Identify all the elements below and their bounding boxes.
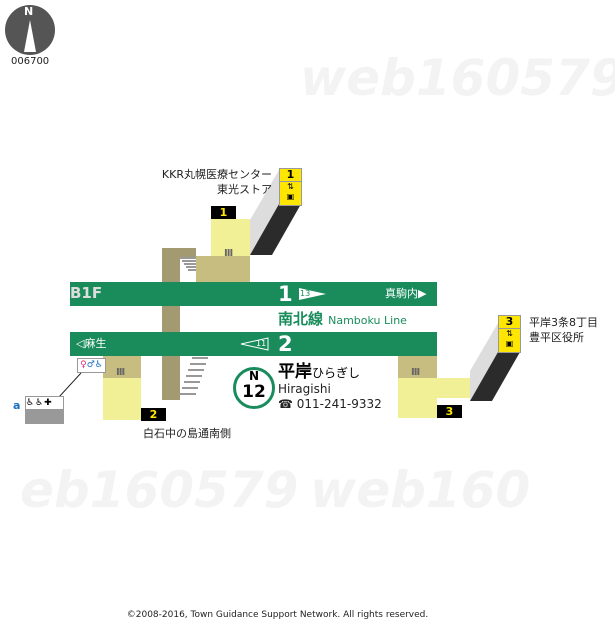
- exit-number: 3: [499, 316, 520, 329]
- phone-number: 011-241-9332: [296, 397, 382, 411]
- station-name-kana: ひらぎし: [312, 366, 361, 380]
- stairs-icon: [180, 357, 208, 395]
- exit-3-passage: [437, 378, 470, 398]
- vent-icon: III: [411, 367, 420, 378]
- exit-1-label: 1: [211, 206, 236, 219]
- line-name-ja: 南北線: [278, 310, 324, 328]
- accessible-facilities: ♿♿✚: [25, 396, 64, 424]
- exit-2-label: 2: [141, 408, 166, 421]
- station-line-code: N: [248, 369, 260, 383]
- elevator-icon: ⇅▣: [286, 182, 295, 201]
- next-station-number: 11: [256, 339, 267, 348]
- elevator-shaft: [250, 170, 301, 255]
- platform-track-1: B1F 1 13 真駒内▶: [70, 282, 437, 306]
- vent-icon: III: [224, 248, 233, 259]
- destination: 豊平区役所: [529, 331, 584, 344]
- exit-3-passage: [398, 378, 437, 418]
- line-name: 南北線 Namboku Line: [278, 309, 407, 331]
- direction-label: 真駒内▶: [385, 287, 427, 300]
- exit-3-stairs: [398, 356, 437, 378]
- elevator-icon: ⇅▣: [505, 329, 514, 348]
- passage: [162, 248, 196, 257]
- direction-arrow-icon: [240, 337, 269, 351]
- next-station-number: 13: [300, 289, 311, 298]
- destination: 東光ストア: [217, 183, 272, 196]
- direction-arrow-icon: [299, 288, 326, 300]
- exit-1-stairs: [196, 256, 250, 282]
- map-code: 006700: [11, 56, 50, 67]
- station-number: 12: [242, 382, 266, 402]
- station-phone: ☎ 011-241-9332: [278, 397, 382, 411]
- station-name-ja: 平岸: [278, 362, 312, 382]
- elevator-shaft: [470, 323, 520, 401]
- station-name-en: Hiragishi: [278, 382, 331, 396]
- exit-1-elevator-badge: 1 ⇅▣: [279, 168, 302, 206]
- north-compass-icon: [5, 5, 55, 55]
- watermark: web160: [310, 461, 531, 519]
- exit-1-passage: [211, 219, 250, 256]
- exit-2-destination: 白石中の島通南側: [143, 427, 231, 440]
- accessibility-icons: ♿♿✚: [26, 397, 63, 409]
- exit-number: 1: [280, 169, 301, 182]
- facility-base: [26, 409, 63, 423]
- track-number: 2: [278, 332, 293, 356]
- watermark: eb160579: [20, 461, 299, 519]
- leader-line: [58, 372, 82, 398]
- copyright-footer: ©2008-2016, Town Guidance Support Networ…: [126, 610, 429, 620]
- station-name: 平岸ひらぎし: [278, 362, 360, 383]
- accessible-route-label: a: [13, 399, 21, 412]
- exit-3-destinations: 平岸3条8丁目 豊平区役所: [529, 315, 598, 345]
- destination: KKR丸幌医療センター: [161, 168, 272, 181]
- exit-2-stairs: [103, 356, 141, 378]
- exit-2-passage: [103, 378, 141, 420]
- watermark: web160579: [300, 49, 615, 107]
- track-number: 1: [278, 282, 293, 306]
- exit-3-elevator-badge: 3 ⇅▣: [498, 315, 521, 353]
- line-name-en: Namboku Line: [328, 314, 407, 327]
- compass-north-label: N: [24, 5, 34, 18]
- floor-label: B1F: [70, 284, 103, 302]
- destination: 平岸3条8丁目: [529, 316, 598, 329]
- exit-3-label: 3: [437, 405, 462, 418]
- platform-track-2: ◁麻生 11 2: [70, 332, 437, 356]
- restroom-icon: ♀♂♿: [77, 358, 106, 373]
- direction-label: ◁麻生: [76, 337, 107, 350]
- phone-icon: ☎: [278, 397, 293, 411]
- exit-1-destinations: KKR丸幌医療センター 東光ストア: [162, 167, 272, 197]
- station-number-badge: [233, 367, 275, 409]
- vent-icon: III: [116, 367, 125, 378]
